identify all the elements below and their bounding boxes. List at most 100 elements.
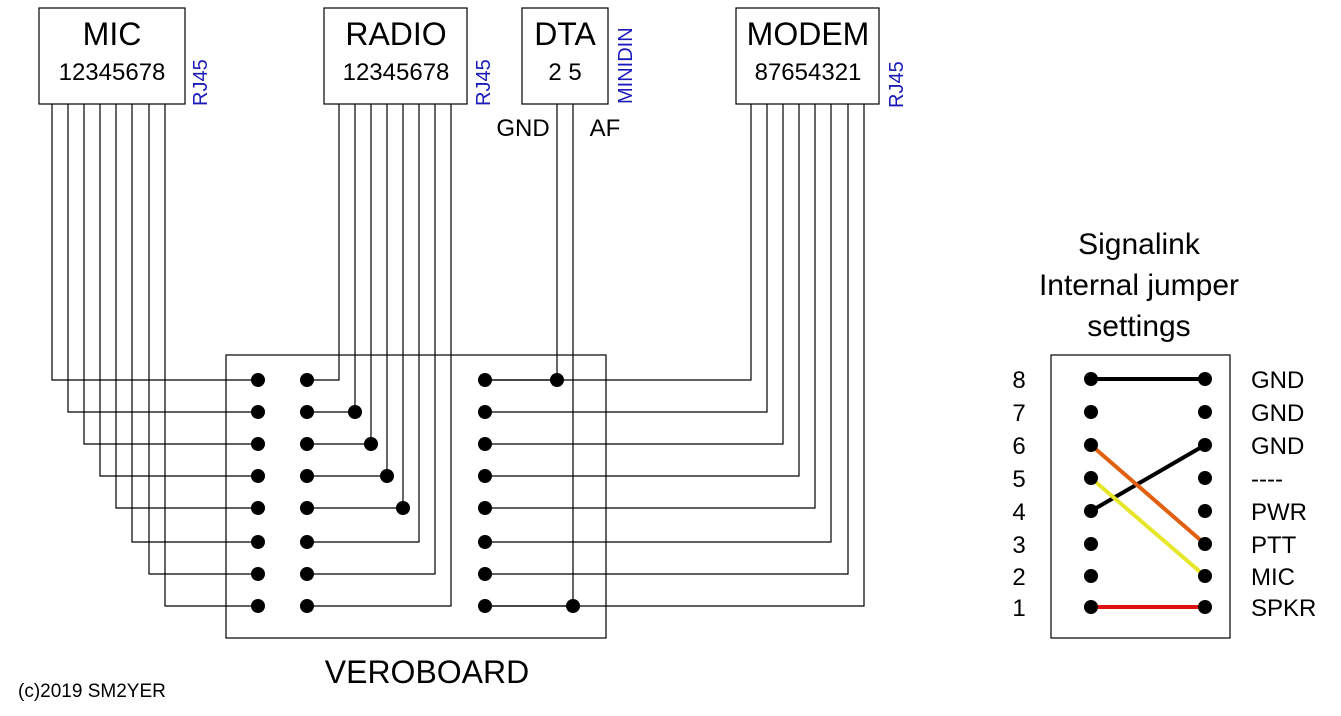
mic-wire-3 <box>83 104 258 445</box>
signalink-left-pad <box>1084 569 1098 583</box>
signalink-right-pad <box>1198 600 1212 614</box>
dta-gnd-label: GND <box>496 115 549 142</box>
radio-wire-2 <box>307 104 356 413</box>
signalink-left-pad <box>1084 438 1098 452</box>
veroboard-pad <box>251 599 265 613</box>
dta-gnd-junction-dot <box>550 373 564 387</box>
veroboard-pad <box>478 501 492 515</box>
veroboard-pad <box>251 405 265 419</box>
veroboard-pad <box>300 567 314 581</box>
veroboard-pad <box>300 599 314 613</box>
radio-wire-4 <box>307 104 388 477</box>
signalink-left-pad <box>1084 504 1098 518</box>
veroboard-pad <box>478 535 492 549</box>
signalink-pin-number: 1 <box>1012 595 1025 622</box>
veroboard-pad <box>300 373 314 387</box>
modem-wire-3 <box>485 104 784 445</box>
radio-junction-dot <box>364 437 378 451</box>
radio-connector: RADIO 12345678 RJ45 <box>323 7 495 106</box>
veroboard-pad <box>300 405 314 419</box>
radio-junction-dot <box>396 501 410 515</box>
signalink-right-pad <box>1198 504 1212 518</box>
signalink-left-pad <box>1084 600 1098 614</box>
signalink-pin-number: 8 <box>1012 367 1025 394</box>
modem-wire-5 <box>485 104 816 509</box>
signalink-pin-number: 7 <box>1012 400 1025 427</box>
veroboard-pad <box>251 469 265 483</box>
signalink-title-line-3: settings <box>1087 310 1190 343</box>
signalink-pads <box>1084 372 1212 614</box>
signalink-right-pad <box>1198 569 1212 583</box>
signalink-title-line-1: Signalink <box>1078 228 1201 261</box>
signalink-title-line-2: Internal jumper <box>1039 269 1239 302</box>
signalink-jumper-6-3 <box>1089 443 1207 546</box>
modem-wire-7 <box>485 104 849 575</box>
mic-wire-8 <box>164 104 258 607</box>
signalink-pin-number: 6 <box>1012 433 1025 460</box>
veroboard-pad <box>478 437 492 451</box>
mic-wire-1 <box>51 104 258 381</box>
radio-pins: 12345678 <box>343 59 450 86</box>
signalink-pin-number: 5 <box>1012 466 1025 493</box>
signalink-pin-number: 3 <box>1012 532 1025 559</box>
dta-af-label: AF <box>590 115 621 142</box>
mic-wire-4 <box>99 104 258 477</box>
dta-title: DTA <box>534 16 596 52</box>
signalink-jumper-4-6 <box>1089 443 1207 513</box>
veroboard-label: VEROBOARD <box>325 654 529 690</box>
signalink-pin-number: 4 <box>1012 499 1025 526</box>
signalink-jumpers <box>1089 377 1207 609</box>
modem-wire-6 <box>485 104 832 543</box>
veroboard-pad <box>300 501 314 515</box>
signalink-right-pad <box>1198 405 1212 419</box>
mic-wire-7 <box>148 104 258 575</box>
radio-junction-dot <box>348 405 362 419</box>
radio-title: RADIO <box>345 16 446 52</box>
dta-type: MINIDIN <box>615 27 637 104</box>
veroboard-pad <box>478 373 492 387</box>
signalink-left-pad <box>1084 471 1098 485</box>
mic-wire-5 <box>115 104 258 509</box>
veroboard-pad <box>478 599 492 613</box>
signalink-pin-label: ---- <box>1251 466 1283 493</box>
signalink-left-pad <box>1084 537 1098 551</box>
mic-connector: MIC 12345678 RJ45 <box>38 7 212 106</box>
veroboard-pads <box>251 373 580 613</box>
dta-af-junction-dot <box>566 599 580 613</box>
modem-wire-4 <box>485 104 800 477</box>
mic-pins: 12345678 <box>59 59 166 86</box>
signalink-pin-label: GND <box>1251 400 1304 427</box>
veroboard-pad <box>300 437 314 451</box>
radio-wire-7 <box>307 104 436 575</box>
signalink-pin-number: 2 <box>1012 564 1025 591</box>
veroboard-pad <box>300 469 314 483</box>
veroboard-pad <box>251 535 265 549</box>
modem-pins: 87654321 <box>755 59 862 86</box>
signalink-pin-label: GND <box>1251 367 1304 394</box>
radio-wire-1 <box>307 104 340 381</box>
veroboard-pad <box>478 469 492 483</box>
signalink-pin-label: SPKR <box>1251 595 1316 622</box>
signalink-pin-label: GND <box>1251 433 1304 460</box>
signalink-right-pad <box>1198 372 1212 386</box>
signalink-right-pad <box>1198 438 1212 452</box>
modem-title: MODEM <box>747 16 870 52</box>
radio-junction-dot <box>380 469 394 483</box>
signalink-jumper-box <box>1050 354 1231 639</box>
mic-wire-2 <box>67 104 258 413</box>
signalink-right-pad <box>1198 537 1212 551</box>
signalink-right-pad <box>1198 471 1212 485</box>
veroboard-pad <box>251 501 265 515</box>
dta-pins: 2 5 <box>548 59 581 86</box>
modem-wire-1 <box>485 104 752 381</box>
mic-wire-6 <box>131 104 258 543</box>
radio-wire-6 <box>307 104 420 543</box>
radio-type: RJ45 <box>473 59 495 106</box>
veroboard-outline <box>225 354 607 639</box>
signalink-left-pad <box>1084 372 1098 386</box>
copyright: (c)2019 SM2YER <box>18 681 166 702</box>
radio-wire-8 <box>307 104 452 607</box>
